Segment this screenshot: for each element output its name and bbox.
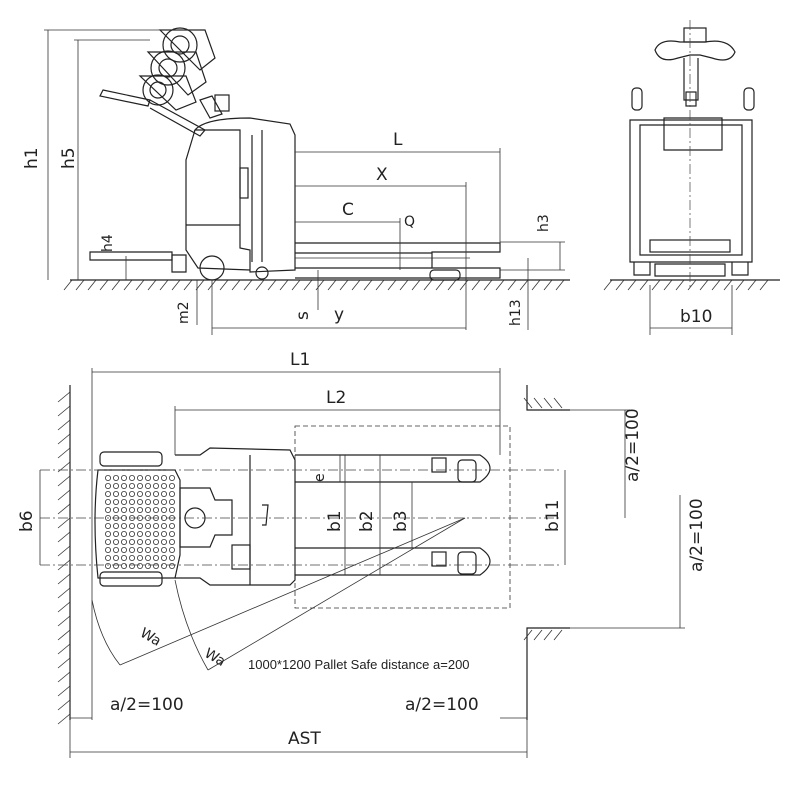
label-h5: h5 [59,147,79,169]
side-ground-hatch [63,279,565,291]
front-view: b10 [603,20,780,335]
label-b1: b1 [325,510,345,532]
tiller-handle [99,27,230,137]
forks-side [295,242,501,279]
label-a-half-right-lower: a/2=100 [687,498,707,572]
label-b2: b2 [357,510,377,532]
label-y: y [334,305,344,325]
label-a-half-bottom-left: a/2=100 [110,695,184,715]
load-roller [429,269,461,281]
truck-top [94,447,296,587]
top-view: L1 L2 b6 e b1 b2 b3 b11 a/2=100 a/2=100 … [17,350,707,758]
label-h4: h4 [100,234,116,252]
label-L: L [393,130,403,150]
label-b11: b11 [543,500,563,532]
front-handle [654,40,736,61]
label-h1: h1 [22,147,42,169]
label-wa-1: Wa [137,625,164,650]
aisle-wall-hatch [523,397,563,641]
label-e: e [312,473,328,482]
side-dimensions [44,29,565,335]
aisle-wall-lower [526,627,570,720]
label-X: X [376,165,388,185]
side-view: h1 h5 h4 h3 h13 m2 s y L X C Q [22,27,570,335]
label-C: C [342,200,354,220]
front-ground-hatch [603,279,769,291]
label-a-half-bottom-right: a/2=100 [405,695,479,715]
label-s: s [293,311,313,320]
left-wall-hatch [57,391,71,725]
label-L1: L1 [290,350,310,370]
label-b3: b3 [391,510,411,532]
label-h3: h3 [536,214,552,232]
pallet-note: 1000*1200 Pallet Safe distance a=200 [248,657,470,672]
label-ast: AST [288,729,321,749]
label-b6: b6 [17,510,37,532]
forks-top [295,454,491,576]
truck-body [89,117,461,281]
label-a-half-right-upper: a/2=100 [623,408,643,482]
platform-dots [105,474,175,570]
label-L2: L2 [326,388,346,408]
operator-platform [89,251,173,261]
label-wa-2: Wa [201,645,228,670]
label-h13: h13 [508,299,524,326]
label-b10: b10 [680,307,712,327]
label-m2: m2 [176,301,192,324]
operator-platform-top [94,469,181,579]
label-Q: Q [404,214,415,230]
top-dimensions [39,368,685,758]
pallet-outline [294,425,511,609]
front-body [629,119,753,263]
aisle-wall-upper [526,385,570,411]
